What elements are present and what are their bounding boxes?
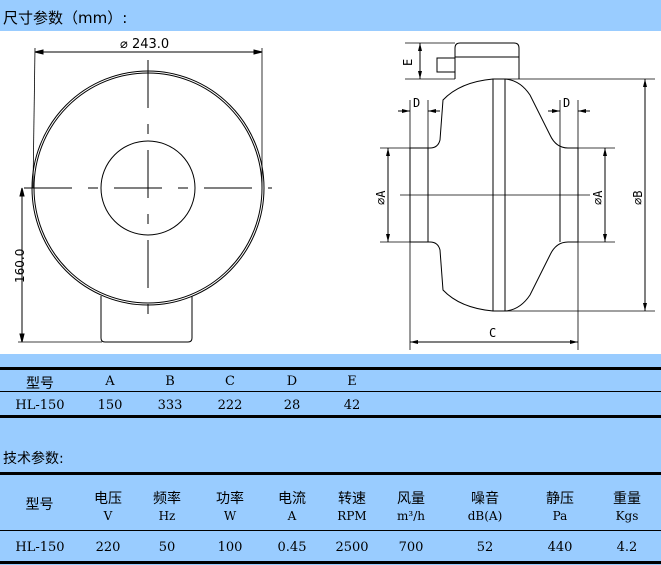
tech-cell-weight: 4.2 — [616, 540, 638, 555]
tech-cell-current: 0.45 — [277, 540, 307, 555]
front-diameter-label: ⌀ 243.0 — [120, 37, 169, 52]
side-label-e: E — [401, 59, 415, 66]
tech-cell-static-pressure: 440 — [547, 540, 573, 555]
tech-cell-power: 100 — [217, 540, 243, 555]
side-label-d-left: D — [413, 96, 420, 110]
dim-header-a: A — [105, 374, 115, 389]
side-label-c: C — [489, 326, 496, 340]
tech-cell-speed: 2500 — [335, 540, 369, 555]
side-label-a-left: ⌀A — [374, 190, 388, 205]
dim-cell-b: 333 — [157, 398, 183, 413]
tech-cell-noise: 52 — [476, 540, 494, 555]
dim-header-d: D — [286, 374, 298, 389]
dim-cell-a: 150 — [97, 398, 123, 413]
tech-title: 技术参数: — [3, 451, 64, 467]
dim-header-b: B — [165, 374, 175, 389]
tech-header-model: 型号 — [25, 497, 54, 513]
side-label-d-right: D — [563, 96, 570, 110]
side-label-a-right: ⌀A — [591, 190, 605, 205]
tech-cell-airflow: 700 — [398, 540, 424, 555]
dim-cell-d: 28 — [283, 398, 301, 413]
side-view — [380, 42, 655, 350]
dim-cell-model: HL-150 — [15, 398, 65, 413]
tech-cell-model: HL-150 — [15, 540, 65, 555]
dim-header-model: 型号 — [26, 376, 54, 392]
side-label-b: ⌀B — [631, 191, 645, 205]
technical-drawing: ⌀ 243.0 160.0 — [13, 37, 655, 350]
front-height-label: 160.0 — [13, 249, 27, 283]
dimensions-table: 型号 A B C D E HL-150 150 333 222 28 42 — [0, 354, 661, 422]
dimensions-title: 尺寸参数（mm）: — [3, 9, 128, 27]
dim-cell-e: 42 — [343, 398, 361, 413]
dim-cell-c: 222 — [217, 398, 243, 413]
tech-cell-frequency: 50 — [158, 540, 176, 555]
dim-header-e: E — [347, 374, 357, 389]
dim-header-c: C — [225, 374, 235, 389]
dimensions-header-band: 尺寸参数（mm）: — [0, 0, 661, 31]
front-view — [18, 47, 272, 343]
tech-cell-voltage: 220 — [95, 540, 121, 555]
